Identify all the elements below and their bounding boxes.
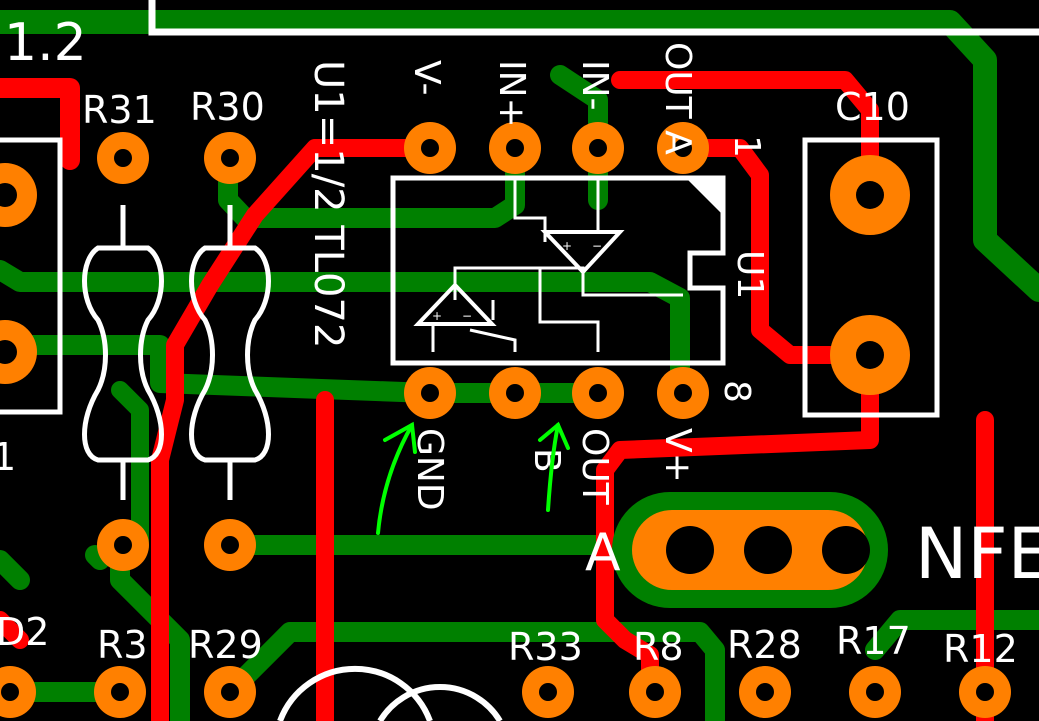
pin-v-plus: V+ bbox=[657, 428, 698, 483]
svg-text:−: − bbox=[462, 309, 472, 323]
pad-left-2 bbox=[0, 320, 37, 384]
refdes-r17: R17 bbox=[836, 619, 911, 663]
refdes-r28: R28 bbox=[727, 623, 802, 667]
nfe-label: NFE bbox=[915, 513, 1039, 595]
refdes-r30: R30 bbox=[190, 85, 265, 129]
pad-left-1 bbox=[0, 163, 37, 227]
pin-in-minus: IN- bbox=[574, 60, 615, 111]
edge-label-left: 1 bbox=[0, 435, 16, 479]
refdes-r31: R31 bbox=[82, 88, 157, 132]
refdes-r29: R29 bbox=[188, 623, 263, 667]
refdes-r33: R33 bbox=[508, 625, 583, 669]
refdes-c10: C10 bbox=[835, 85, 910, 129]
pad-holes bbox=[0, 139, 994, 701]
refdes-r12: R12 bbox=[943, 627, 1018, 671]
pin-b: B bbox=[526, 448, 567, 473]
pin-v-minus: V- bbox=[406, 60, 447, 96]
opamp-a-icon: + − bbox=[413, 282, 497, 326]
pin-1-number: 1 bbox=[726, 135, 767, 158]
board-version: 1.2 bbox=[4, 13, 87, 73]
refdes-r3: R3 bbox=[97, 623, 148, 667]
pin-in-plus: IN+ bbox=[491, 60, 532, 128]
svg-text:−: − bbox=[592, 239, 602, 253]
svg-text:+: + bbox=[562, 239, 572, 253]
footprint-label: U1=1/2 TL072 bbox=[305, 60, 351, 348]
refdes-r8: R8 bbox=[633, 625, 684, 669]
pin-8-number: 8 bbox=[716, 380, 757, 403]
annotation-arrow-icon bbox=[538, 421, 570, 512]
pin-out: OUT bbox=[574, 428, 615, 506]
opamp-b-icon: + − bbox=[540, 230, 625, 275]
svg-text:+: + bbox=[432, 309, 442, 323]
connector-a-label: A bbox=[585, 523, 621, 583]
pin-out-a: OUT A bbox=[657, 42, 698, 155]
refdes-d2: D2 bbox=[0, 610, 49, 654]
silk-arc bbox=[277, 665, 433, 721]
annotation-arrow-icon bbox=[376, 421, 417, 535]
ic-ref-u1: U1 bbox=[729, 250, 770, 299]
